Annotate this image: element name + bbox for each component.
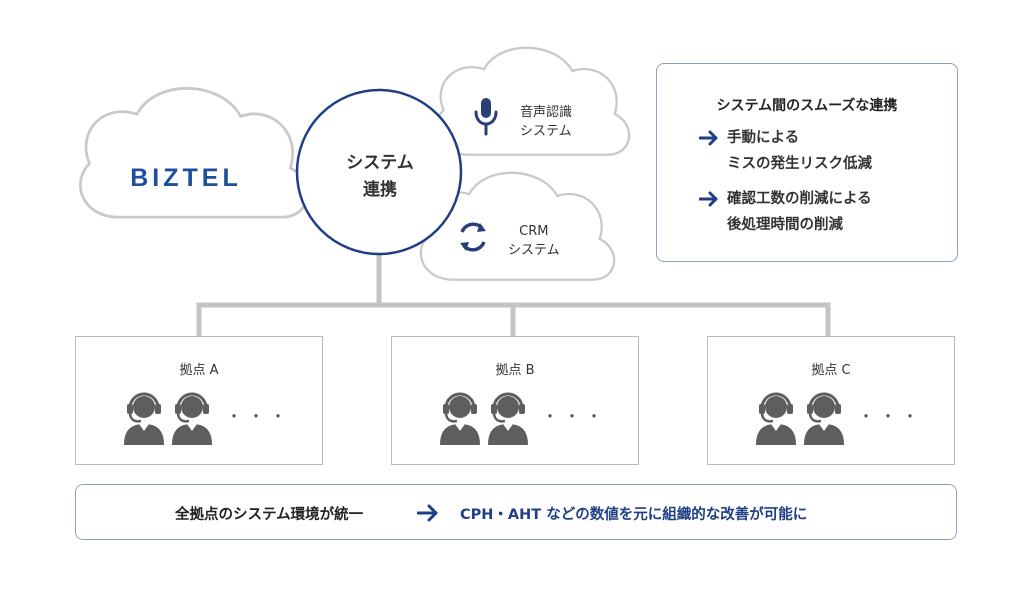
agent-group <box>754 389 854 449</box>
arrow-right-icon <box>699 130 718 146</box>
benefit-line-2: ミスの発生リスク低減 <box>727 156 872 172</box>
summary-bar <box>75 484 957 540</box>
site-box-c: 拠点 C ・・・ <box>707 336 955 465</box>
brand-cloud <box>79 86 309 219</box>
crm-system-label: CRM システム <box>508 222 560 260</box>
headset-agent-icon <box>440 392 528 445</box>
ellipsis: ・・・ <box>542 407 609 426</box>
summary-left-text: 全拠点のシステム環境が統一 <box>175 507 364 523</box>
system-hub-label: システム 連携 <box>300 150 460 204</box>
headset-agent-icon <box>756 392 844 445</box>
site-label: 拠点 C <box>811 363 851 378</box>
biztel-logo: BIZTEL <box>130 164 242 192</box>
voice-line-2: システム <box>520 124 572 139</box>
agent-group <box>438 389 538 449</box>
summary-right-text: CPH・AHT などの数値を元に組織的な改善が可能に <box>460 507 808 523</box>
hub-line-1: システム <box>346 153 414 173</box>
site-label: 拠点 A <box>179 363 219 378</box>
crm-line-1: CRM <box>519 224 549 239</box>
benefits-panel-title: システム間のスムーズな連携 <box>716 98 898 114</box>
benefit-line-1: 確認工数の削減による <box>727 191 872 207</box>
voice-system-label: 音声認識 システム <box>520 103 572 141</box>
headset-agent-icon <box>124 392 212 445</box>
benefit-item: 確認工数の削減による 後処理時間の削減 <box>699 186 872 238</box>
site-label: 拠点 B <box>495 363 535 378</box>
arrow-right-icon <box>699 191 718 207</box>
benefit-item: 手動による ミスの発生リスク低減 <box>699 125 872 177</box>
ellipsis: ・・・ <box>858 407 925 426</box>
voice-line-1: 音声認識 <box>520 105 573 120</box>
benefit-line-1: 手動による <box>727 130 800 146</box>
sync-icon <box>460 222 486 252</box>
benefits-panel <box>656 63 958 262</box>
site-box-b: 拠点 B ・・・ <box>391 336 639 465</box>
arrow-right-icon <box>417 504 438 522</box>
hub-line-2: 連携 <box>363 180 397 200</box>
ellipsis: ・・・ <box>226 407 293 426</box>
agent-group <box>122 389 222 449</box>
benefit-line-2: 後処理時間の削減 <box>727 217 843 233</box>
crm-line-2: システム <box>508 243 560 258</box>
system-hub-circle <box>295 88 463 256</box>
site-box-a: 拠点 A ・・・ <box>75 336 323 465</box>
microphone-icon <box>474 98 498 136</box>
